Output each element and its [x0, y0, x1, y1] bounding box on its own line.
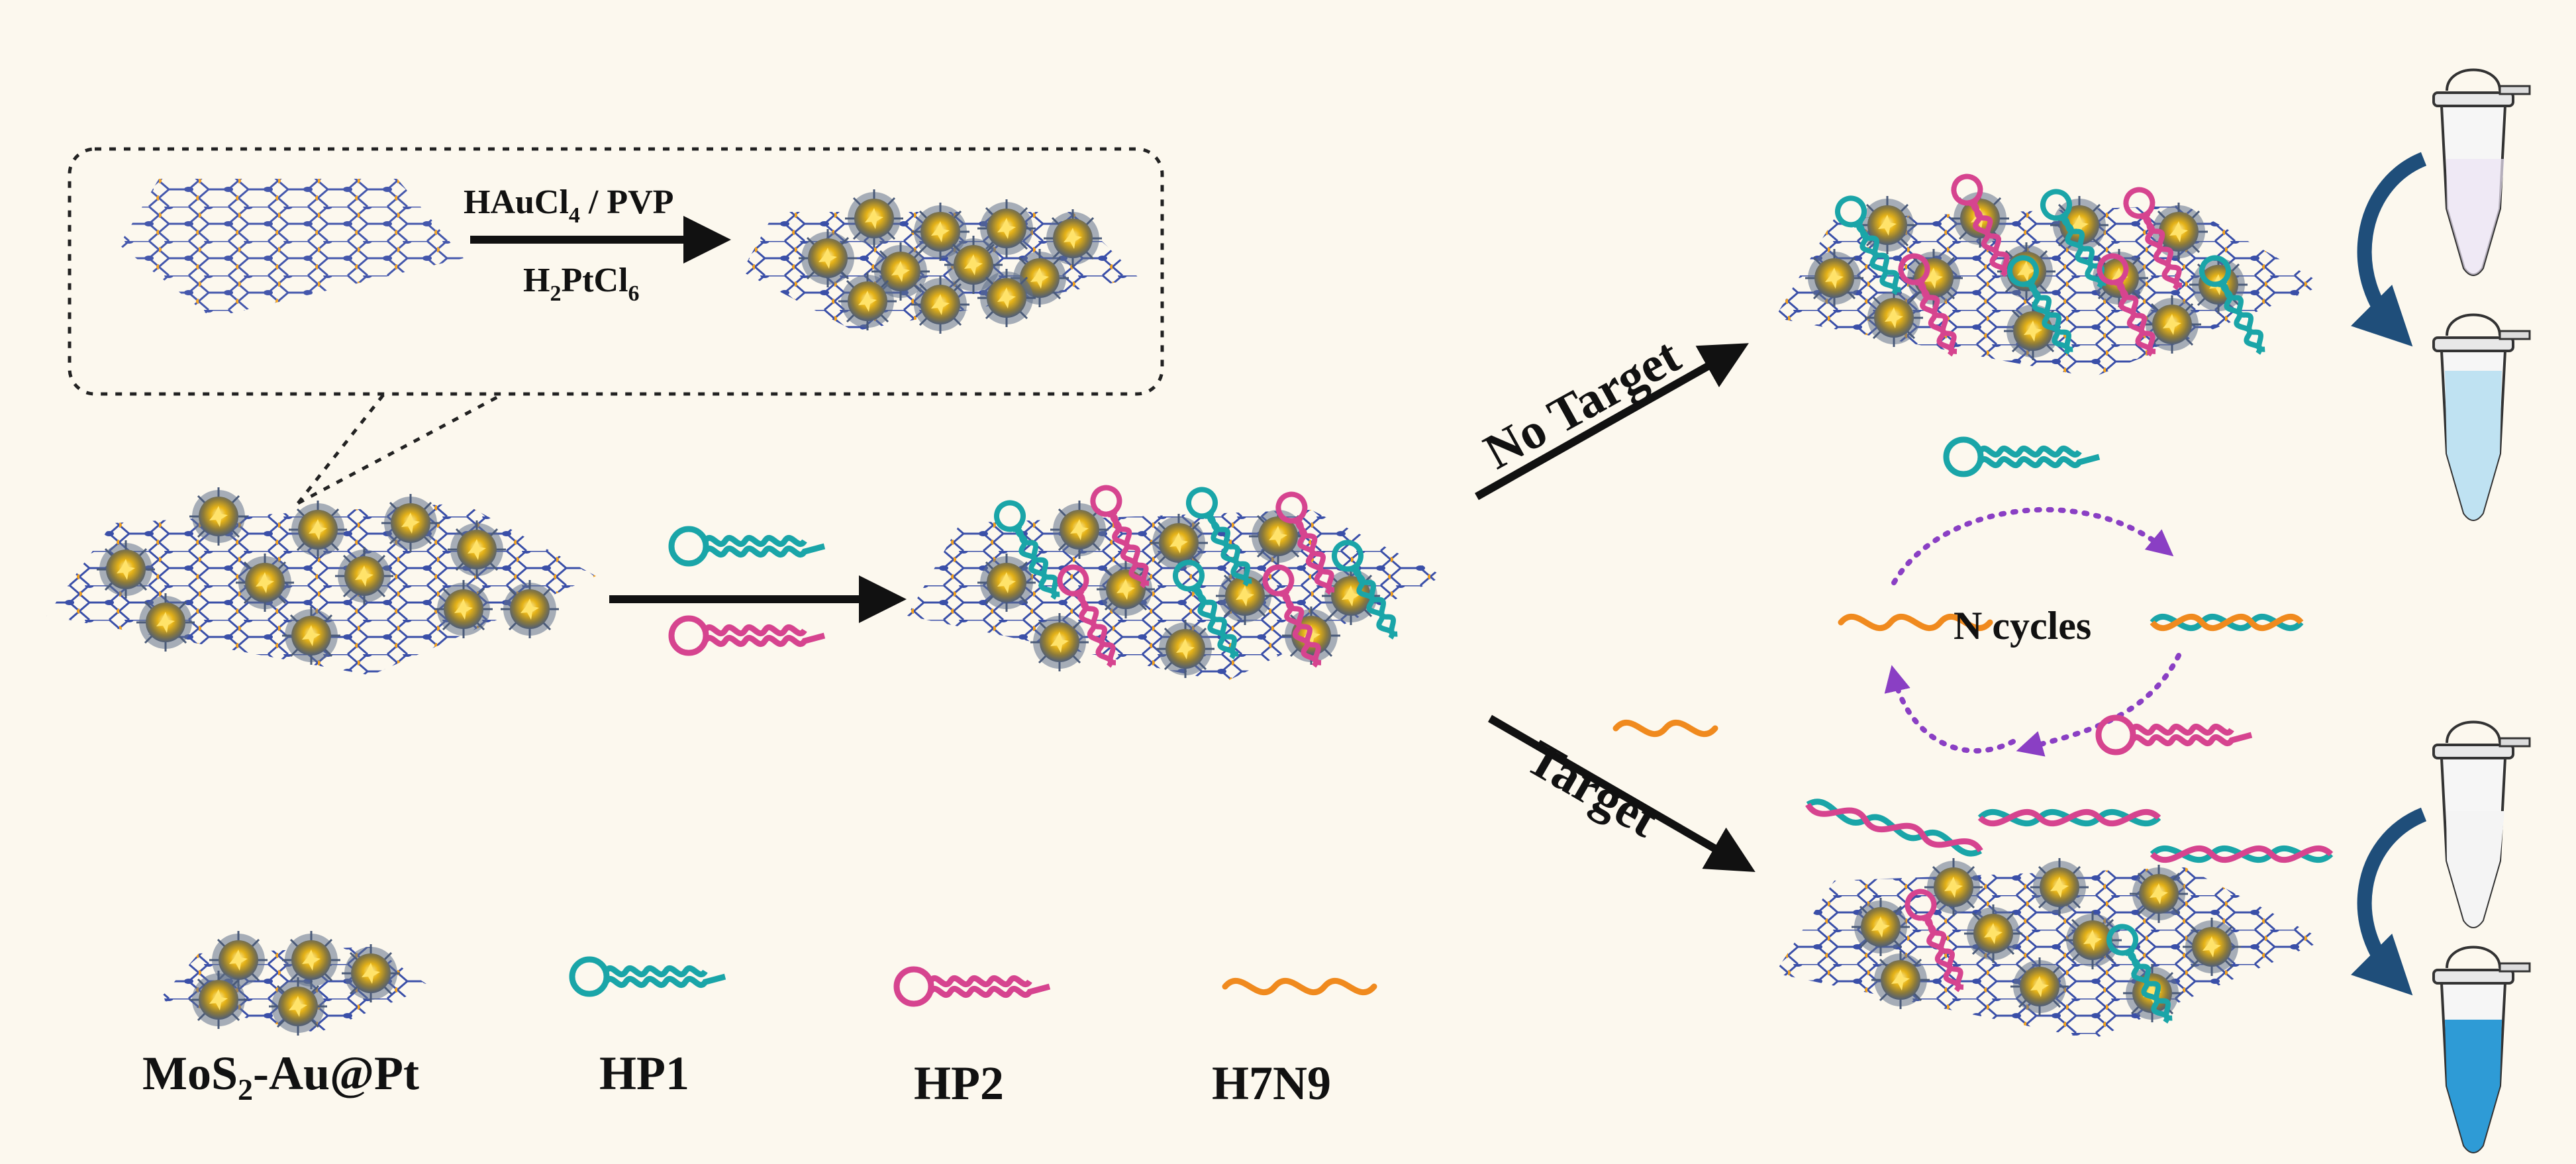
legend-h7n9-icon — [1222, 978, 1377, 995]
mos2-au-pt-sheet-main — [46, 486, 596, 675]
tube-no-target-before — [2432, 68, 2531, 276]
h7n9-target-strand — [1612, 720, 1718, 737]
no-target-arrow — [1475, 343, 1749, 501]
legend-mos2-au-pt-label: MoS2-Au@Pt — [142, 1047, 419, 1106]
legend-hp2-label: HP2 — [914, 1057, 1004, 1110]
reagent-label-top: HAuCl4 / PVP — [464, 183, 673, 228]
curved-arrow-target — [2351, 807, 2427, 996]
legend-hp1-label: HP1 — [599, 1047, 689, 1100]
cycle-label: N cycles — [1954, 604, 2091, 648]
no-target-sheet — [1775, 172, 2324, 377]
synthesis-inset — [68, 147, 1164, 505]
probe-addition-arrow — [609, 529, 907, 653]
legend-mos2-au-pt-icon — [159, 930, 430, 1037]
probe-loaded-sheet — [907, 483, 1444, 682]
hp1-h7n9-duplex — [2150, 614, 2304, 631]
tube-target-after — [2432, 946, 2531, 1153]
bare-mos2-sheet — [119, 179, 464, 318]
tube-no-target-after — [2432, 313, 2531, 521]
legend-h7n9-label: H7N9 — [1212, 1057, 1331, 1110]
target-arrow — [1487, 714, 1756, 873]
inset-mos2-au-pt-sheet — [742, 188, 1139, 335]
reagent-label-bottom: H2PtCl6 — [523, 262, 640, 306]
target-sheet — [1775, 857, 2324, 1040]
tube-target-before — [2432, 720, 2531, 928]
curved-arrow-no-target — [2351, 152, 2427, 347]
